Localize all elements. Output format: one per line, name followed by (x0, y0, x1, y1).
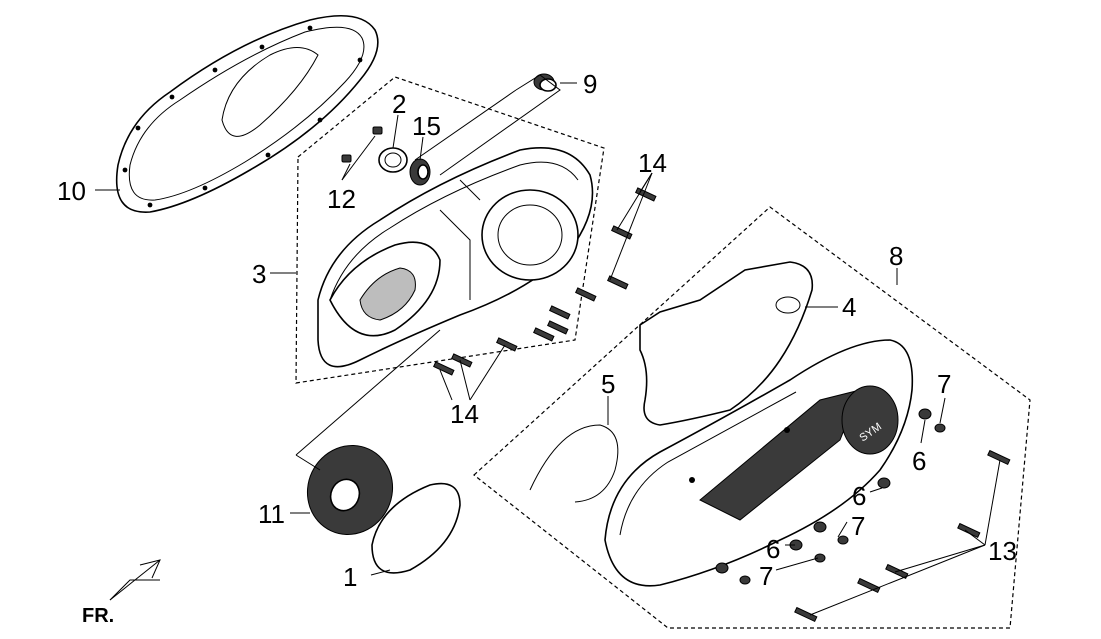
callout-15: 15 (412, 111, 441, 141)
callout-6c: 6 (766, 534, 780, 564)
callout-1: 1 (343, 562, 357, 592)
callout-6a: 6 (912, 446, 926, 476)
callout-labels: 1 2 3 4 5 6 6 6 7 7 7 8 9 10 11 12 13 14… (57, 69, 1017, 592)
callout-7c: 7 (759, 561, 773, 591)
callout-7a: 7 (937, 369, 951, 399)
callout-8: 8 (889, 241, 903, 271)
wire-part-5 (529, 424, 619, 503)
leader-lines (95, 82, 1001, 616)
callout-7b: 7 (851, 511, 865, 541)
nuts-washers-part-6-7 (715, 408, 946, 585)
gasket-part-10 (116, 14, 379, 213)
group-box-3 (295, 76, 605, 384)
seal-part-9 (533, 73, 557, 92)
callout-11: 11 (258, 499, 285, 529)
inner-cover-part-3 (317, 147, 594, 368)
callout-10: 10 (57, 176, 86, 206)
filter-part-1 (371, 482, 461, 574)
outer-cover-part-8: SYM (604, 339, 914, 587)
group-box-8 (473, 206, 1031, 629)
callout-14a: 14 (638, 148, 667, 178)
callout-12: 12 (327, 184, 356, 214)
callout-13: 13 (988, 536, 1017, 566)
callout-4: 4 (842, 292, 856, 322)
callout-6b: 6 (852, 481, 866, 511)
callout-9: 9 (583, 69, 597, 99)
filter-cover-part-11 (306, 445, 394, 535)
bearing-part-15 (409, 158, 431, 186)
bolts-part-12 (341, 126, 383, 163)
direction-label: FR. (82, 605, 114, 627)
callout-14b: 14 (450, 399, 479, 429)
callout-5: 5 (601, 369, 615, 399)
insulation-part-4 (639, 261, 814, 426)
washer-part-2 (378, 147, 408, 173)
callout-3: 3 (252, 259, 266, 289)
front-direction-arrow-icon (109, 559, 161, 601)
callout-2: 2 (392, 89, 406, 119)
